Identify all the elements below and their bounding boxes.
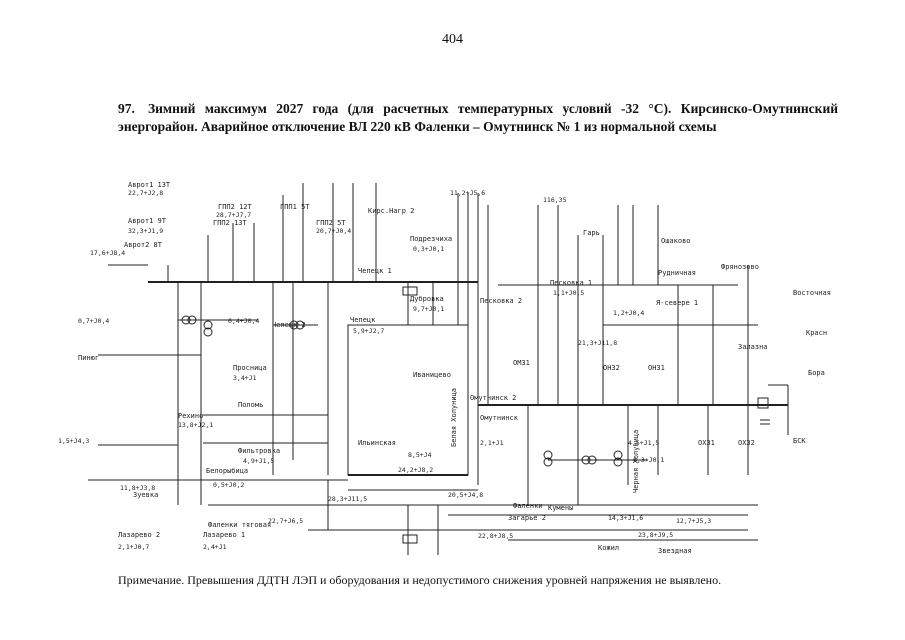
station-label: ОМ31 bbox=[513, 359, 530, 367]
station-label: Дубровка bbox=[410, 295, 444, 303]
station-label: ГПП2 12Т bbox=[218, 203, 253, 211]
flow-value: 11,8+J3,8 bbox=[120, 484, 155, 492]
flow-value: 21,3+J11,8 bbox=[578, 339, 617, 347]
flow-value: 2,1+J0,7 bbox=[118, 543, 149, 551]
flow-value: 116,35 bbox=[543, 196, 567, 204]
station-label: Белорыбица bbox=[206, 467, 248, 475]
station-label: Загарье 2 bbox=[508, 514, 546, 522]
footnote: Примечание. Превышения ДДТН ЛЭП и оборуд… bbox=[118, 573, 722, 587]
heading-number: 97. bbox=[118, 101, 135, 116]
station-label: Чепецк 1 bbox=[358, 267, 392, 275]
flow-value: 4,9+J1,5 bbox=[243, 457, 274, 465]
station-label: ГПП1 5Т bbox=[280, 203, 310, 211]
station-label: БСК bbox=[793, 437, 806, 445]
station-label: Белая Холуница bbox=[450, 388, 458, 447]
flow-value: 1,1+J0,5 bbox=[553, 289, 584, 297]
flow-value: 24,2+J8,2 bbox=[398, 466, 433, 474]
station-label: Кумены bbox=[548, 504, 573, 512]
station-label: Просница bbox=[233, 364, 267, 372]
station-label: ОХ31 bbox=[698, 439, 715, 447]
station-labels: Аврот1 13Т Аврот1 9Т Аврот2 8Т ГПП2 12Т … bbox=[78, 181, 831, 555]
flow-value: 0,5+J0,2 bbox=[213, 481, 244, 489]
flow-value: 8,5+J4 bbox=[408, 451, 432, 459]
station-label: Рехино bbox=[178, 412, 203, 420]
flow-value: 2,1+J1 bbox=[480, 439, 504, 447]
flow-value: 22,7+J2,8 bbox=[128, 189, 163, 197]
station-label: Омутнинск 2 bbox=[470, 394, 516, 402]
station-label: Лазарево 1 bbox=[203, 531, 245, 539]
station-label: Кожил bbox=[598, 544, 619, 552]
station-label: Рудничная bbox=[658, 269, 696, 277]
station-label: Фильтровка bbox=[238, 447, 280, 455]
station-label: Кирс.Нагр 2 bbox=[368, 207, 414, 215]
flow-value: 0,3+J0,1 bbox=[413, 245, 444, 253]
flow-value: 20,7+J0,4 bbox=[316, 227, 351, 235]
station-label: Звездная bbox=[658, 547, 692, 555]
heading-text: Зимний максимум 2027 года (для расчетных… bbox=[118, 101, 838, 134]
station-label: Аврот1 9Т bbox=[128, 217, 167, 225]
station-label: Омутнинск bbox=[480, 414, 519, 422]
station-label: Аврот1 13Т bbox=[128, 181, 171, 189]
station-label: Фаленки тяговая bbox=[208, 521, 271, 529]
flow-value: 4,5+J1,5 bbox=[628, 439, 659, 447]
station-label: Пинюг bbox=[78, 354, 99, 362]
station-label: Поломь bbox=[238, 401, 263, 409]
page-heading: 97.Зимний максимум 2027 года (для расчет… bbox=[118, 100, 838, 136]
station-label: ОХ32 bbox=[738, 439, 755, 447]
station-label: Гарь bbox=[583, 229, 600, 237]
station-label: ОН32 bbox=[603, 364, 620, 372]
flow-value: 20,5+J4,8 bbox=[448, 491, 483, 499]
station-label: Восточная bbox=[793, 289, 831, 297]
flow-value: 2,4+J1 bbox=[203, 543, 227, 551]
station-label: Фрянозово bbox=[721, 263, 759, 271]
wires bbox=[88, 183, 789, 555]
station-label: ГПП2 13Т bbox=[213, 219, 248, 227]
station-label: Залазна bbox=[738, 343, 768, 351]
station-label: ГПП2 5Т bbox=[316, 219, 346, 227]
flow-value: 9,7+J0,1 bbox=[413, 305, 444, 313]
flow-values: 22,7+J2,8 32,3+J1,9 17,6+J8,4 28,7+J7,7 … bbox=[58, 189, 711, 551]
station-label: Песковка 1 bbox=[550, 279, 592, 287]
station-label: Фаленки bbox=[513, 502, 543, 510]
station-label: Красн bbox=[806, 329, 827, 337]
station-label: Аврот2 8Т bbox=[124, 241, 163, 249]
flow-value: 22,8+J8,5 bbox=[478, 532, 513, 540]
station-label: Иваницево bbox=[413, 371, 451, 379]
flow-value: 3,4+J1 bbox=[233, 374, 257, 382]
flow-value: 0,7+J0,4 bbox=[78, 317, 109, 325]
station-label: Лазарево 2 bbox=[118, 531, 160, 539]
flow-value: 0,4+J0,4 bbox=[228, 317, 259, 325]
flow-value: 1,5+J4,3 bbox=[58, 437, 89, 445]
station-label: Песковка 2 bbox=[480, 297, 522, 305]
flow-value: 13,8+J2,1 bbox=[178, 421, 213, 429]
flow-value: 5,9+J2,7 bbox=[353, 327, 384, 335]
station-label: ОН31 bbox=[648, 364, 665, 372]
station-label: Бора bbox=[808, 369, 825, 377]
station-label: Я-севере 1 bbox=[656, 299, 698, 307]
station-label: Черная Холуница bbox=[632, 430, 640, 493]
page-number: 404 bbox=[442, 32, 463, 47]
flow-value: 1,2+J0,4 bbox=[613, 309, 644, 317]
station-label: Зуевка bbox=[133, 491, 158, 499]
flow-value: 14,3+J1,6 bbox=[608, 514, 643, 522]
flow-value: 28,3+J11,5 bbox=[328, 495, 367, 503]
station-label: Ошаково bbox=[661, 237, 691, 245]
station-label: Чепецк 2 bbox=[272, 321, 306, 329]
flow-value: 6,3+J0,1 bbox=[633, 456, 664, 464]
flow-value: 11,2+J5,6 bbox=[450, 189, 485, 197]
flow-value: 23,8+J9,5 bbox=[638, 531, 673, 539]
station-label: Чепецк bbox=[350, 316, 376, 324]
transformers bbox=[181, 286, 770, 544]
station-label: Ильинская bbox=[358, 439, 396, 447]
flow-value: 32,3+J1,9 bbox=[128, 227, 163, 235]
power-grid-diagram: Аврот1 13Т Аврот1 9Т Аврот2 8Т ГПП2 12Т … bbox=[58, 181, 831, 555]
flow-value: 28,7+J7,7 bbox=[216, 211, 251, 219]
flow-value: 12,7+J5,3 bbox=[676, 517, 711, 525]
flow-value: 17,6+J8,4 bbox=[90, 249, 125, 257]
station-label: Подрезчиха bbox=[410, 235, 452, 243]
flow-value: 22,7+J6,5 bbox=[268, 517, 303, 525]
